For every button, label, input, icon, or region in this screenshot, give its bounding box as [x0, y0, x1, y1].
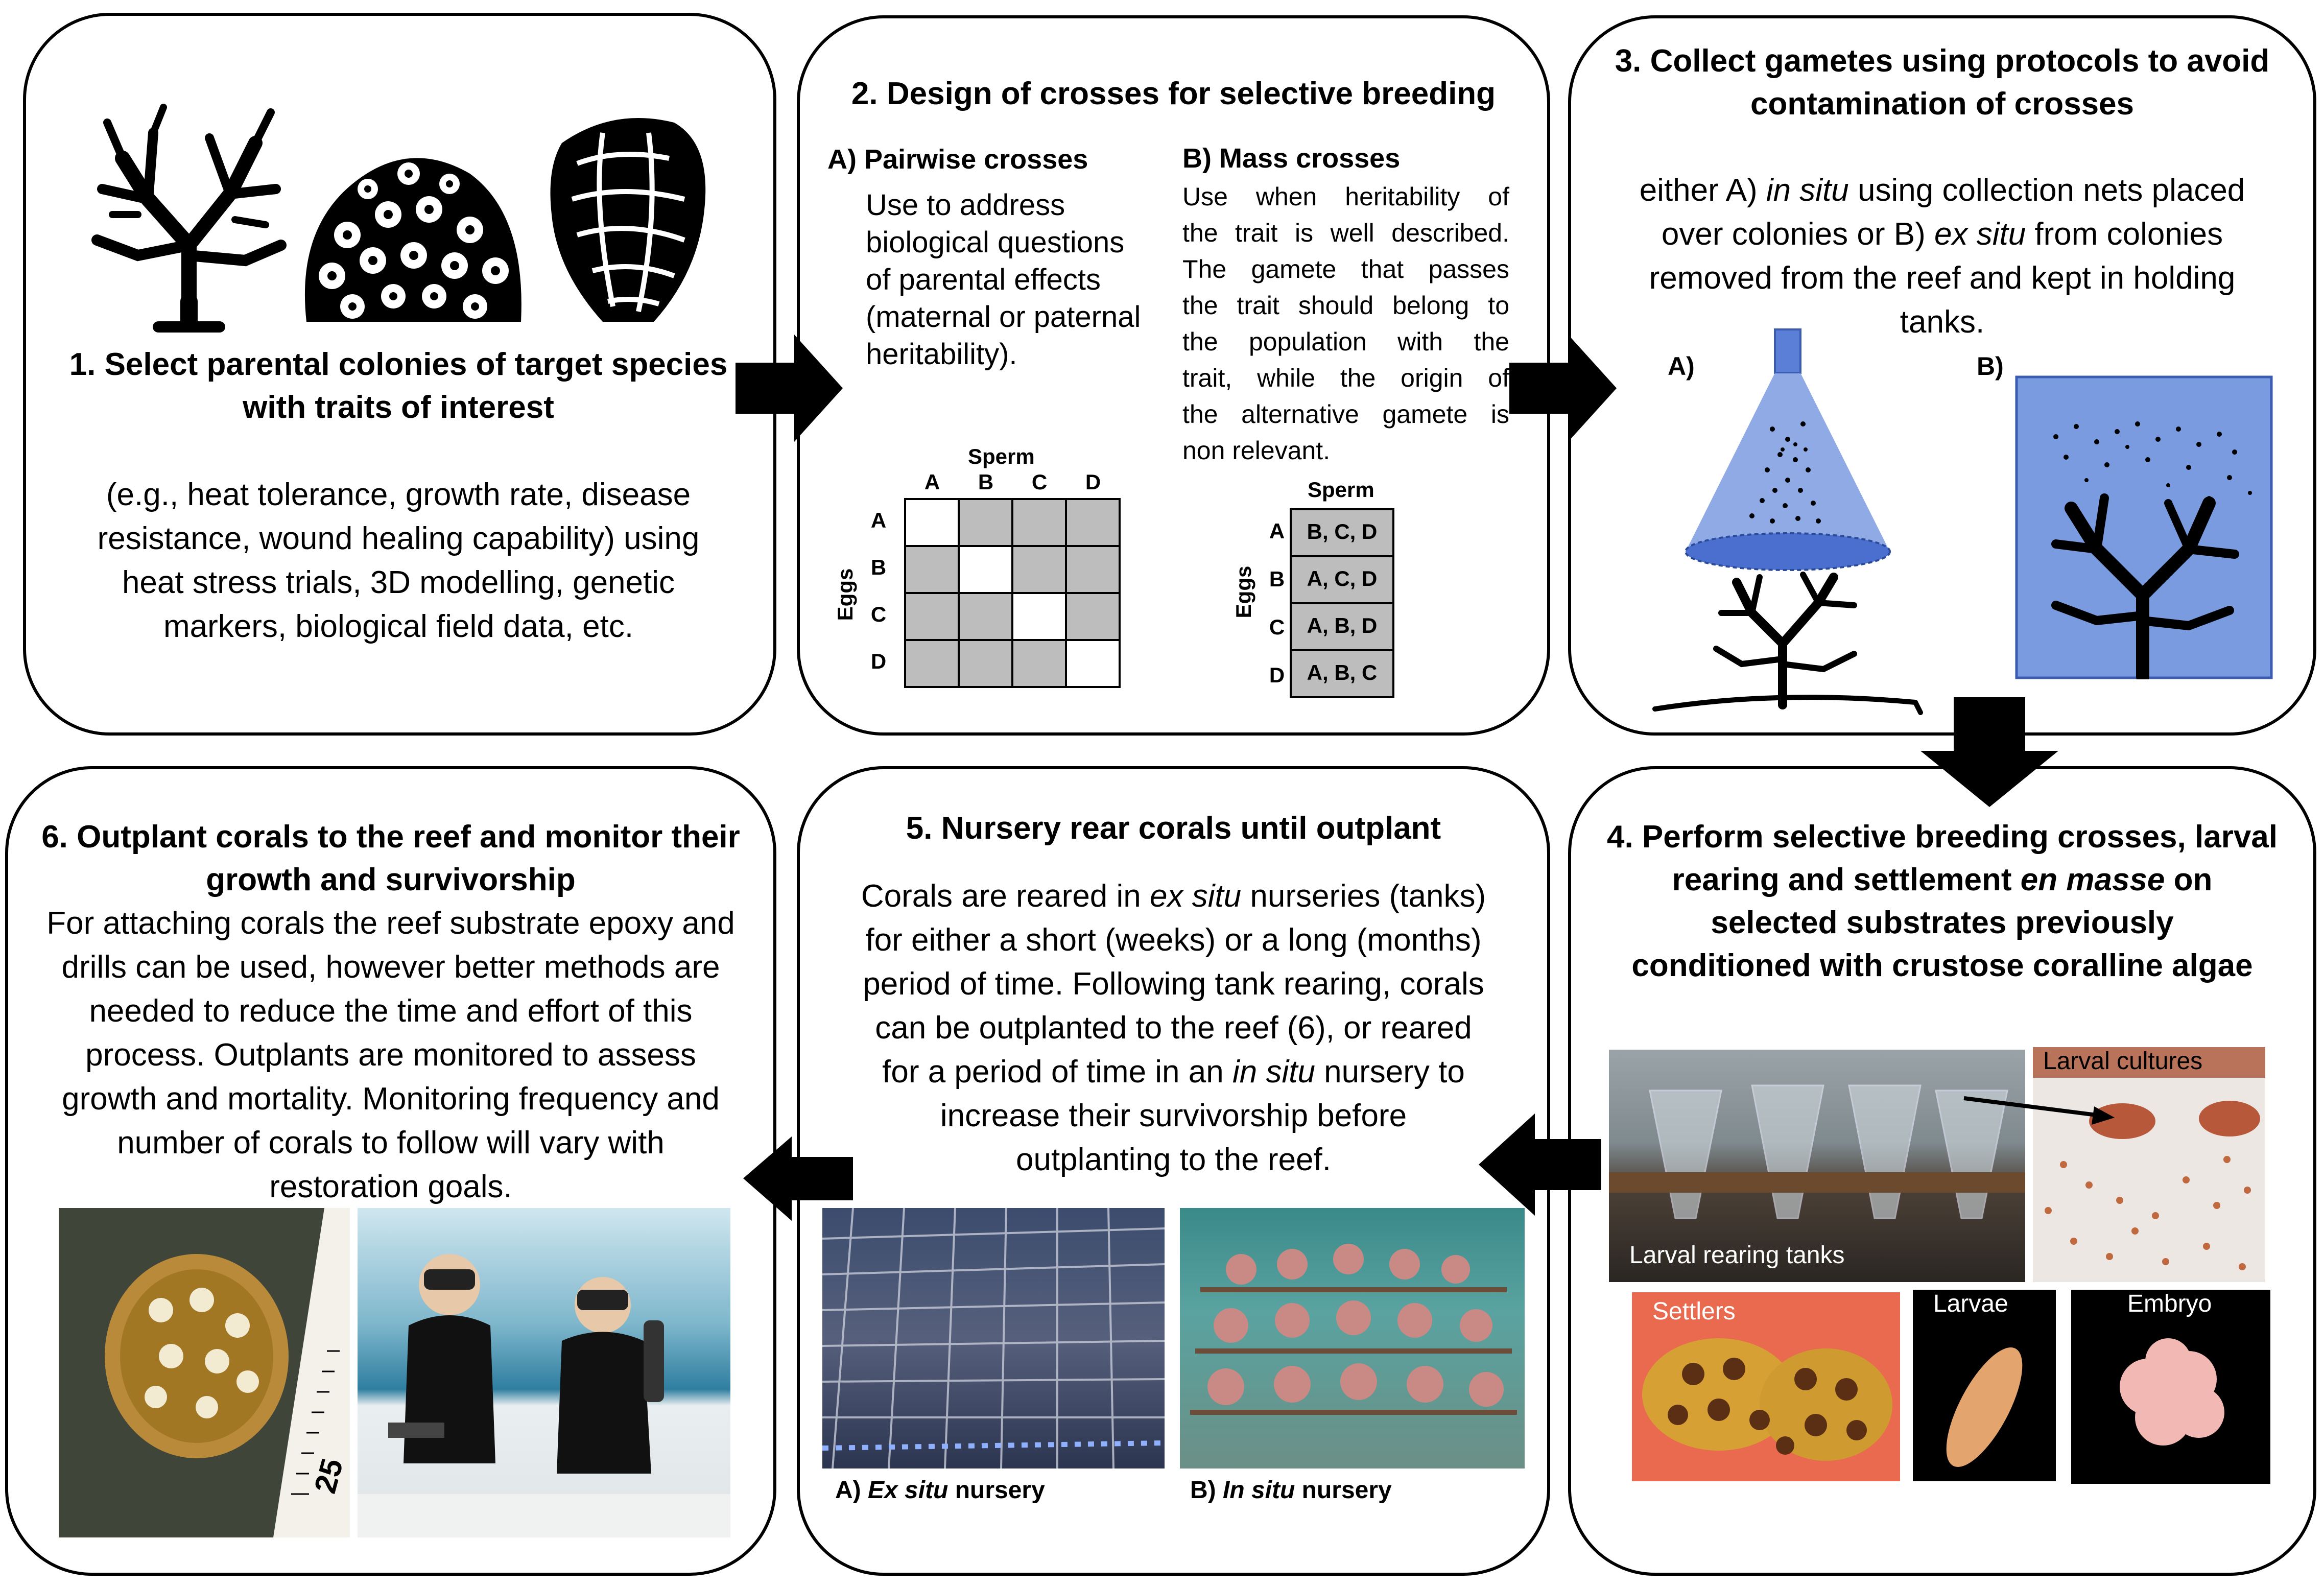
- culture-arrow-icon: [1963, 1096, 2115, 1125]
- photo-in-situ-nursery: [1180, 1208, 1525, 1468]
- mass-crosses-text: Use when heritability of the trait is we…: [1182, 182, 1509, 465]
- arrow-2-to-3: [1509, 335, 1617, 442]
- grid-cell: B, C, D: [1290, 508, 1394, 557]
- pairwise-crosses-heading: A) Pairwise crosses: [827, 144, 1088, 175]
- mass-row-label-c: C: [1269, 615, 1285, 639]
- arrow-5-to-6: [743, 1136, 853, 1221]
- photo-divers-on-boat: [358, 1208, 730, 1537]
- photo-larval-cultures: Larval cultures: [2033, 1047, 2265, 1282]
- mass-crosses-heading: B) Mass crosses: [1182, 143, 1401, 174]
- coral-illustrations: [91, 104, 706, 333]
- grid-cell: [1011, 545, 1067, 594]
- plate-coral-icon: [550, 118, 706, 322]
- caption-in-situ: B) In situ nursery: [1190, 1477, 1392, 1504]
- panel-3-title: 3. Collect gametes using protocols to av…: [1615, 43, 2270, 122]
- grid-cell: [904, 545, 960, 594]
- pairwise-row-label-a: A: [870, 508, 887, 532]
- ex-situ-label: B): [1977, 352, 2004, 381]
- collection-net-cone: [1686, 373, 1890, 552]
- photo-larval-rearing-tanks: Larval rearing tanks: [1609, 1050, 2025, 1282]
- panel-5-body: Corals are reared in ex situ nurseries (…: [861, 879, 1486, 1177]
- pairwise-col-label-d: D: [1085, 470, 1101, 494]
- grid-cell: [1011, 592, 1067, 641]
- arrow-3-to-4: [1920, 697, 2058, 807]
- photo-label-tanks: Larval rearing tanks: [1629, 1242, 1845, 1269]
- pairwise-eggs-label: Eggs: [833, 568, 857, 621]
- pairwise-row-label-d: D: [870, 649, 887, 673]
- mass-eggs-label: Eggs: [1231, 565, 1255, 619]
- photo-settlers: Settlers: [1632, 1292, 1900, 1481]
- photo-embryo: Embryo: [2071, 1290, 2270, 1484]
- grid-cell: [1065, 592, 1121, 641]
- grid-cell: [958, 498, 1013, 547]
- grid-cell: [958, 639, 1013, 688]
- caption-ex-situ: A) Ex situ nursery: [835, 1477, 1045, 1504]
- grid-cell: [904, 592, 960, 641]
- ex-situ-tank-illustration: [2015, 375, 2273, 679]
- grid-cell: [1065, 639, 1121, 688]
- pairwise-row-label-b: B: [870, 555, 887, 579]
- mass-sperm-label: Sperm: [1308, 478, 1374, 502]
- grid-cell: [904, 639, 960, 688]
- grid-cell: A, B, D: [1290, 602, 1394, 651]
- pairwise-crosses-text: Use to address biological questions of p…: [866, 188, 1141, 371]
- panel-4-title: 4. Perform selective breeding crosses, l…: [1606, 819, 2278, 983]
- mass-row-label-a: A: [1269, 519, 1285, 543]
- grid-cell: [958, 592, 1013, 641]
- panel-6-body: For attaching corals the reef substrate …: [46, 906, 735, 1204]
- net-tube: [1774, 328, 1801, 374]
- branching-coral-icon: [1652, 572, 1923, 715]
- grid-cell: [958, 545, 1013, 594]
- panel-6-title: 6. Outplant corals to the reef and monit…: [41, 819, 740, 897]
- polyp-coral-icon: [304, 158, 521, 322]
- grid-cell: [1065, 545, 1121, 594]
- grid-cell: A, C, D: [1290, 555, 1394, 604]
- photo-label-cultures: Larval cultures: [2043, 1048, 2203, 1075]
- grid-cell: [1011, 498, 1067, 547]
- in-situ-net-illustration: [1652, 328, 1923, 715]
- grid-cell: [1011, 639, 1067, 688]
- photo-larvae: Larvae: [1913, 1290, 2056, 1481]
- pairwise-grid: [904, 498, 1121, 688]
- branching-coral-icon: [91, 104, 287, 333]
- pairwise-sperm-label: Sperm: [968, 444, 1035, 468]
- diver-1: [388, 1254, 495, 1463]
- pairwise-col-label-b: B: [978, 470, 994, 494]
- pairwise-row-label-c: C: [870, 602, 887, 626]
- mass-row-label-d: D: [1269, 663, 1285, 687]
- grid-cell: [1065, 498, 1121, 547]
- photo-ex-situ-nursery: [822, 1208, 1165, 1468]
- photo-outplanted-coral: 25: [59, 1208, 350, 1537]
- photo-label-settlers: Settlers: [1652, 1298, 1736, 1325]
- grid-cell: [904, 498, 960, 547]
- in-situ-label: A): [1668, 352, 1695, 381]
- panel-1-title: 1. Select parental colonies of target sp…: [69, 347, 728, 425]
- panel-2-title: 2. Design of crosses for selective breed…: [851, 76, 1496, 111]
- pairwise-col-label-c: C: [1031, 470, 1048, 494]
- photo-label-larvae: Larvae: [1933, 1290, 2008, 1317]
- branching-coral-icon: [2051, 493, 2239, 679]
- mass-grid: B, C, D A, C, D A, B, D A, B, C: [1290, 508, 1394, 698]
- arrow-4-to-5: [1479, 1114, 1601, 1216]
- photo-label-embryo: Embryo: [2127, 1290, 2212, 1317]
- panel-3-body: either A) in situ using collection nets …: [1639, 173, 2245, 340]
- diver-2: [557, 1277, 664, 1474]
- mass-row-label-b: B: [1269, 567, 1285, 591]
- arrow-1-to-2: [736, 335, 843, 442]
- panel-1-body: (e.g., heat tolerance, growth rate, dise…: [97, 477, 700, 644]
- pairwise-col-label-a: A: [924, 470, 940, 494]
- panel-5-title: 5. Nursery rear corals until outplant: [906, 811, 1441, 846]
- grid-cell: A, B, C: [1290, 649, 1394, 698]
